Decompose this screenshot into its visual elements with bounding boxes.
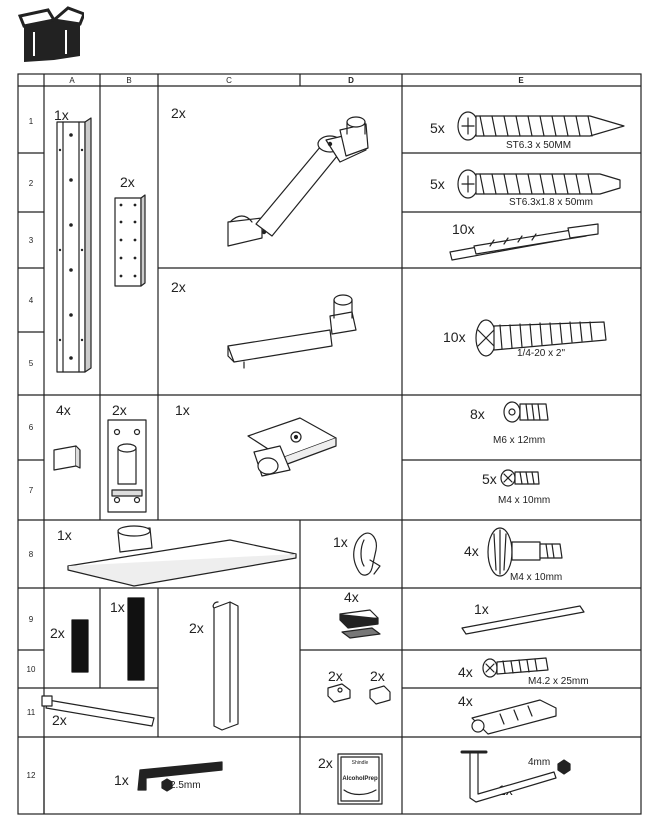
qty-e3: 10x [452,221,475,237]
size-label-e7: M4 x 10mm [498,495,550,506]
qty-a12: 1x [114,772,129,788]
size-label-e4: 1/4-20 x 2" [517,348,565,359]
end-cap-illustration [53,445,81,471]
straight-arm-illustration [227,294,357,369]
thumb-screw-illustration [487,527,563,577]
pad-brand-text: AlcoholPrep [342,776,378,782]
row-number-7: 7 [29,486,34,495]
qty-b9: 1x [110,599,125,615]
qty-e1: 5x [430,120,445,136]
cable-cover-illustration [212,601,239,731]
size-label-e6: M6 x 12mm [493,435,545,446]
size-label-e2: ST6.3x1.8 x 50mm [509,197,593,208]
bolt-m6-illustration [503,401,549,423]
qty-e4: 10x [443,329,466,345]
qty-e11: 4x [458,693,473,709]
wall-clamp-illustration [107,419,147,513]
self-drilling-screw-e2-illustration [457,169,621,199]
size-label-e10: M4.2 x 25mm [528,676,589,687]
shelf-illustration [67,525,297,587]
row-number-6: 6 [29,423,34,432]
machine-screw-e4-illustration [475,319,607,357]
row-number-8: 8 [29,550,34,559]
row-number-5: 5 [29,359,34,368]
wall-anchors-e3-illustration [449,223,599,261]
wood-screw-e1-illustration [457,111,625,141]
clip-right-illustration [369,685,391,705]
bracket-plate-illustration [114,194,146,287]
velcro-pads-illustration [339,609,381,639]
bolt-m4-illustration [500,469,540,487]
tilt-plate-illustration [247,417,337,477]
qty-e2: 5x [430,176,445,192]
articulating-arm-illustration [227,116,369,247]
screw-m4-2-illustration [482,657,549,678]
qty-d12: 2x [318,755,333,771]
row-number-3: 3 [29,236,34,245]
row-number-10: 10 [27,665,36,674]
row-number-4: 4 [29,296,34,305]
spacer-bar-illustration [461,605,585,635]
alcohol-prep-pad-illustration [337,753,383,805]
wall-rail-illustration [56,117,92,373]
row-number-9: 9 [29,615,34,624]
column-header-d: D [348,76,354,85]
column-header-a: A [69,76,75,85]
cable-tie-illustration [41,695,155,727]
table-grid [17,73,642,815]
qty-a9: 2x [50,625,65,641]
qty-e9: 1x [474,601,489,617]
t-hex-key-illustration [460,750,571,803]
qty-d8: 1x [333,534,348,550]
qty-e8: 4x [464,543,479,559]
adhesive-strip-small-illustration [71,619,89,673]
plastic-anchor-illustration [471,699,557,735]
qty-e6: 8x [470,406,485,422]
qty-a8: 1x [57,527,72,543]
size-label-e12: 4mm [528,757,550,768]
row-number-12: 12 [27,771,36,780]
qty-a1: 1x [54,107,69,123]
qty-e10: 4x [458,664,473,680]
hex-key-small-illustration [137,761,223,792]
box-icon [18,6,84,62]
qty-a11: 2x [52,712,67,728]
qty-d10b: 2x [370,668,385,684]
column-header-e: E [518,76,524,85]
column-header-c: C [226,76,232,85]
qty-e7: 5x [482,471,497,487]
row-number-1: 1 [29,117,34,126]
qty-b6: 2x [112,402,127,418]
size-label-e8: M4 x 10mm [510,572,562,583]
column-header-b: B [126,76,131,85]
qty-b1: 2x [120,174,135,190]
size-label-a12: 2.5mm [170,780,201,791]
cable-hook-illustration [353,532,381,576]
qty-d10a: 2x [328,668,343,684]
qty-c4: 2x [171,279,186,295]
size-label-e1: ST6.3 x 50MM [506,140,571,151]
adhesive-strip-long-illustration [127,597,145,681]
qty-c9: 2x [189,620,204,636]
pad-top-text: Shindle [352,760,369,766]
qty-a6: 4x [56,402,71,418]
qty-c6: 1x [175,402,190,418]
row-number-11: 11 [27,708,36,717]
clip-left-illustration [327,683,351,703]
qty-d9: 4x [344,589,359,605]
qty-c1: 2x [171,105,186,121]
row-number-2: 2 [29,179,34,188]
